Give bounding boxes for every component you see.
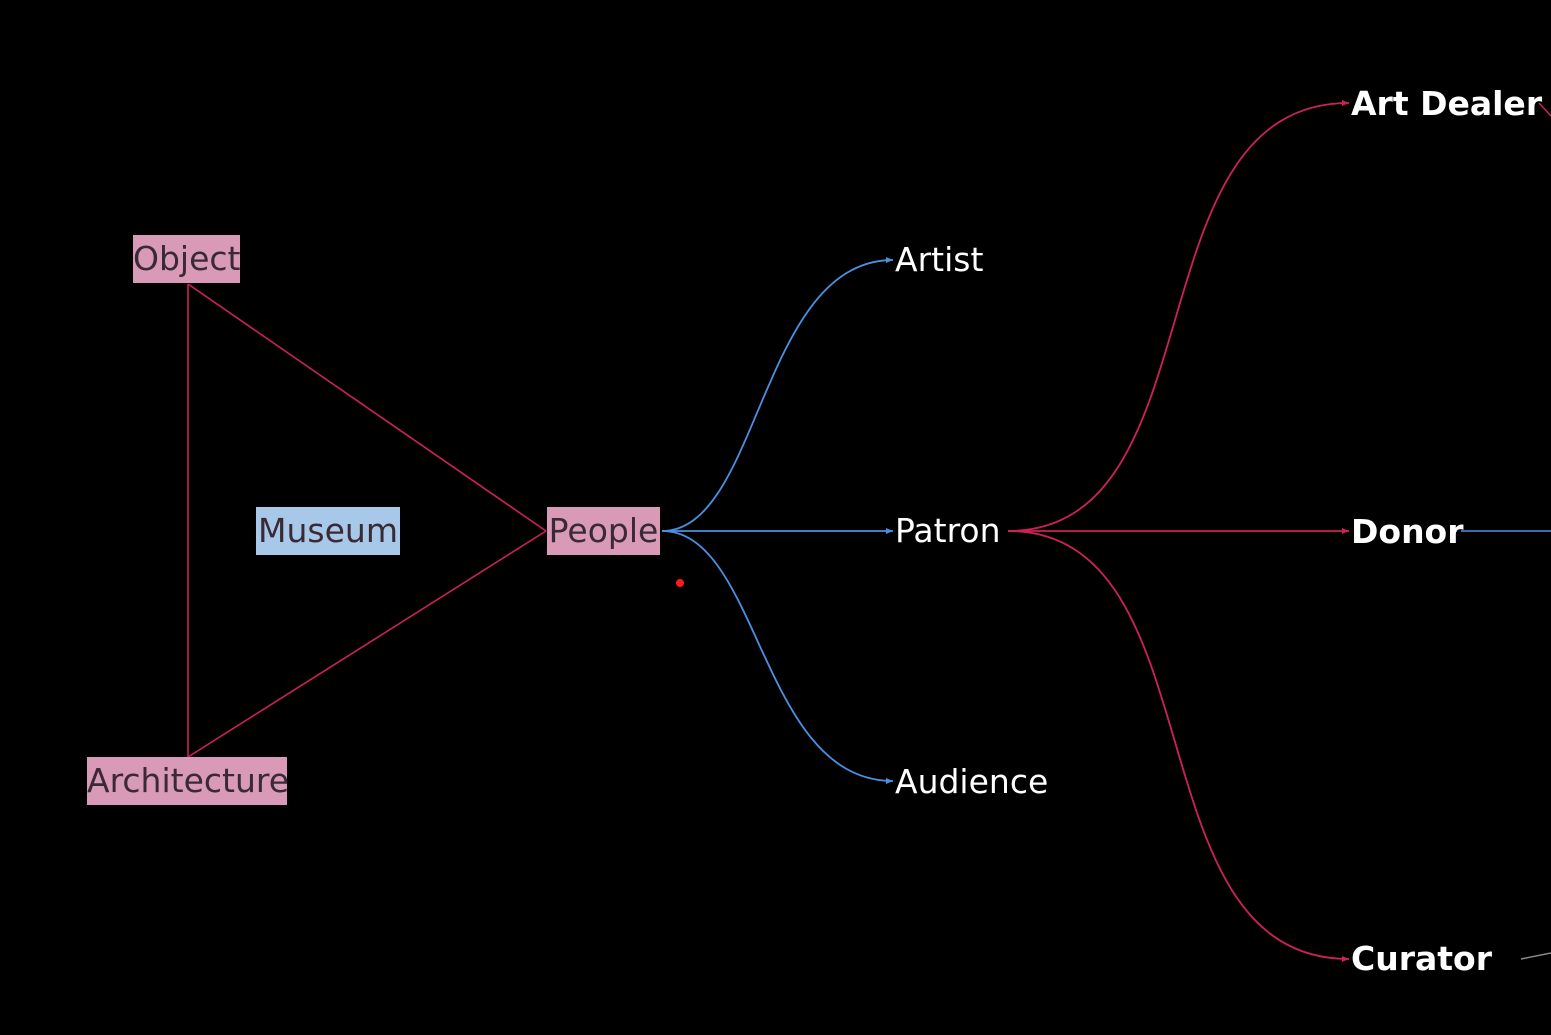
- node-patron[interactable]: Patron: [895, 511, 1001, 550]
- edge-patron-artdealer[interactable]: [1007, 100, 1350, 532]
- edge-patron-curator[interactable]: [1007, 530, 1350, 962]
- node-audience[interactable]: Audience: [895, 762, 1049, 801]
- node-curator[interactable]: Curator: [1351, 939, 1492, 978]
- node-people[interactable]: People: [547, 507, 660, 555]
- node-art-dealer[interactable]: Art Dealer: [1351, 84, 1543, 123]
- node-artist[interactable]: Artist: [895, 240, 984, 279]
- edge-people-artist[interactable]: [661, 257, 894, 532]
- cursor-dot: [676, 579, 684, 587]
- node-museum[interactable]: Museum: [256, 507, 400, 555]
- edge-curator-offscreen[interactable]: [1520, 952, 1551, 960]
- edge-architecture-people[interactable]: [187, 530, 547, 758]
- edge-artdealer-offscreen[interactable]: [1538, 102, 1551, 117]
- edge-object-people[interactable]: [187, 283, 547, 532]
- edge-people-audience[interactable]: [661, 530, 894, 784]
- node-donor[interactable]: Donor: [1351, 512, 1464, 551]
- node-object[interactable]: Object: [133, 235, 240, 283]
- node-architecture[interactable]: Architecture: [87, 757, 289, 805]
